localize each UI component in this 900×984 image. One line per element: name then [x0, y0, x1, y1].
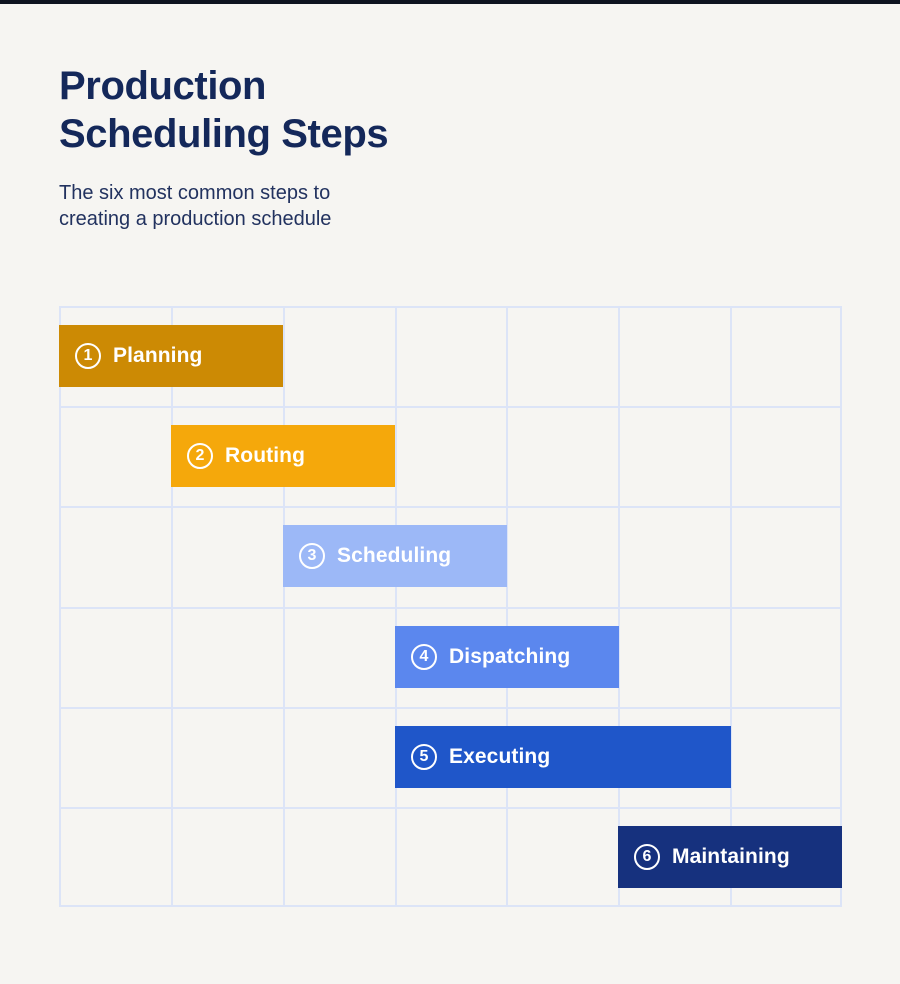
gridline-vertical [59, 306, 61, 907]
gridline-vertical [395, 306, 397, 907]
top-edge-strip [0, 0, 900, 4]
gridline-vertical [840, 306, 842, 907]
gridline-horizontal [59, 406, 842, 408]
header: Production Scheduling Steps The six most… [59, 62, 579, 232]
step-label: Maintaining [672, 845, 790, 868]
gridline-vertical [283, 306, 285, 907]
step-label: Planning [113, 344, 203, 367]
step-label: Executing [449, 745, 551, 768]
chart-bars: 1 Planning 2 Routing 3 Scheduling 4 Dispatching… [59, 306, 842, 907]
step-number-badge: 2 [187, 443, 213, 469]
gantt-bar-planning[interactable]: 1 Planning [59, 325, 283, 387]
gridline-horizontal [59, 707, 842, 709]
step-label: Routing [225, 444, 306, 467]
gantt-bar-dispatching[interactable]: 4 Dispatching [395, 626, 619, 688]
gridline-horizontal [59, 905, 842, 907]
gantt-bar-executing[interactable]: 5 Executing [395, 726, 731, 788]
gridline-horizontal [59, 807, 842, 809]
gridline-vertical [618, 306, 620, 907]
gridline-horizontal [59, 506, 842, 508]
page-title: Production Scheduling Steps [59, 64, 389, 156]
step-number-badge: 6 [634, 844, 660, 870]
gridline-vertical [506, 306, 508, 907]
step-number-badge: 5 [411, 744, 437, 770]
gridline-horizontal [59, 607, 842, 609]
step-number-badge: 4 [411, 644, 437, 670]
step-label: Dispatching [449, 645, 571, 668]
step-number-badge: 1 [75, 343, 101, 369]
step-number-badge: 3 [299, 543, 325, 569]
gantt-chart: 1 Planning 2 Routing 3 Scheduling 4 Dispatching… [59, 306, 842, 907]
step-label: Scheduling [337, 544, 452, 567]
page-subtitle: The six most common steps to creating a … [59, 182, 332, 230]
chart-gridlines [59, 306, 842, 907]
gantt-bar-maintaining[interactable]: 6 Maintaining [618, 826, 842, 888]
gantt-bar-routing[interactable]: 2 Routing [171, 425, 395, 487]
gridline-vertical [730, 306, 732, 907]
gantt-bar-scheduling[interactable]: 3 Scheduling [283, 525, 507, 587]
gridline-horizontal [59, 306, 842, 308]
gridline-vertical [171, 306, 173, 907]
